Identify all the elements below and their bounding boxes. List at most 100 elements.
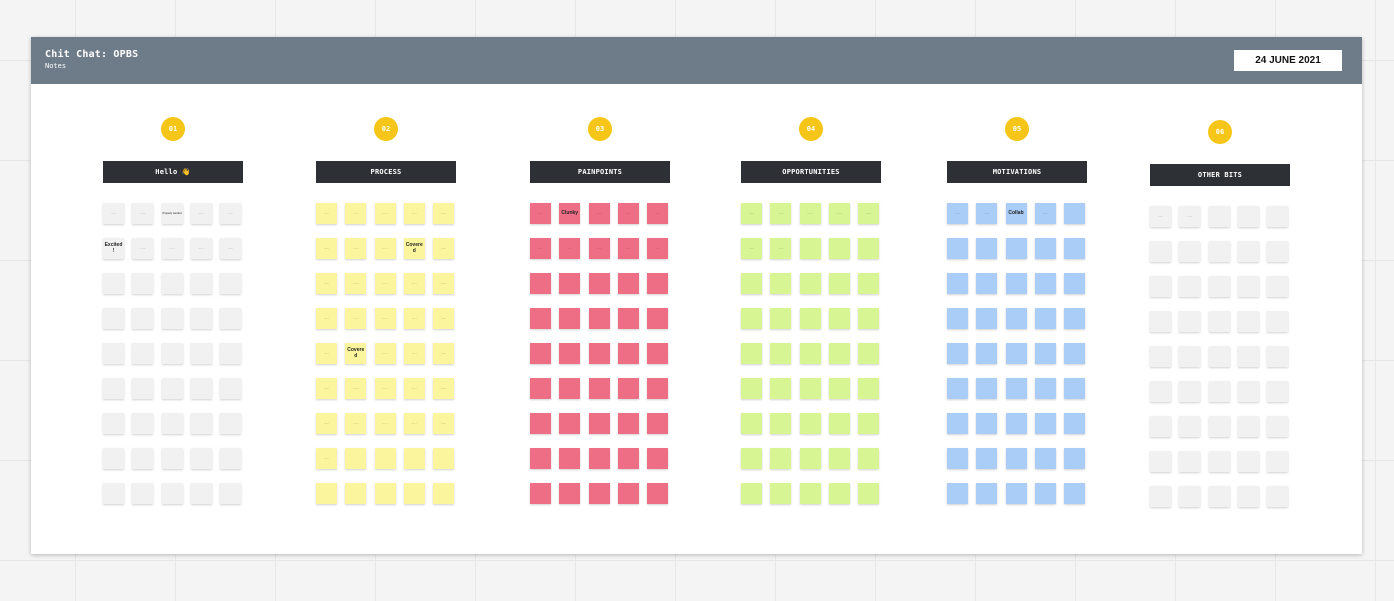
sticky-note[interactable]: ······ [374, 378, 396, 399]
sticky-note[interactable] [947, 343, 968, 364]
sticky-note[interactable] [1150, 451, 1171, 472]
sticky-note[interactable] [741, 413, 762, 434]
sticky-note[interactable] [799, 273, 821, 294]
sticky-note[interactable] [947, 378, 968, 399]
sticky-note[interactable] [103, 308, 124, 329]
sticky-note[interactable]: ······ [530, 203, 551, 224]
sticky-note[interactable] [799, 308, 821, 329]
sticky-note[interactable] [559, 378, 581, 399]
sticky-note[interactable] [1208, 276, 1230, 297]
sticky-note[interactable] [588, 483, 610, 504]
sticky-note[interactable]: ······ [741, 238, 762, 259]
sticky-note[interactable] [770, 413, 792, 434]
sticky-note[interactable] [220, 448, 241, 469]
sticky-note[interactable] [1034, 308, 1056, 329]
sticky-note[interactable]: Collab [1005, 203, 1027, 224]
sticky-note[interactable] [1034, 483, 1056, 504]
sticky-note[interactable]: ······ [403, 413, 425, 434]
sticky-note[interactable] [433, 448, 454, 469]
sticky-note[interactable] [858, 448, 879, 469]
sticky-note[interactable] [1034, 343, 1056, 364]
sticky-note[interactable] [220, 413, 241, 434]
sticky-note[interactable] [190, 483, 212, 504]
sticky-note[interactable] [190, 448, 212, 469]
sticky-note[interactable] [530, 308, 551, 329]
sticky-note[interactable]: ······ [588, 238, 610, 259]
sticky-note[interactable] [1179, 241, 1201, 262]
sticky-note[interactable] [1034, 448, 1056, 469]
sticky-note[interactable] [976, 483, 998, 504]
sticky-note[interactable] [530, 483, 551, 504]
sticky-note[interactable] [190, 308, 212, 329]
sticky-note[interactable] [1034, 378, 1056, 399]
sticky-note[interactable] [103, 448, 124, 469]
sticky-note[interactable] [770, 378, 792, 399]
sticky-note[interactable]: ······ [647, 238, 668, 259]
sticky-note[interactable] [190, 413, 212, 434]
sticky-note[interactable] [190, 273, 212, 294]
sticky-note[interactable] [588, 308, 610, 329]
sticky-note[interactable] [828, 483, 850, 504]
sticky-note[interactable] [770, 273, 792, 294]
sticky-note[interactable] [617, 273, 639, 294]
sticky-note[interactable] [588, 378, 610, 399]
sticky-note[interactable] [1237, 451, 1259, 472]
sticky-note[interactable]: ······ [647, 203, 668, 224]
sticky-note[interactable] [103, 273, 124, 294]
sticky-note[interactable]: ······ [858, 203, 879, 224]
sticky-note[interactable] [799, 238, 821, 259]
sticky-note[interactable] [374, 448, 396, 469]
sticky-note[interactable] [1267, 416, 1288, 437]
sticky-note[interactable] [132, 448, 154, 469]
sticky-note[interactable] [161, 378, 183, 399]
sticky-note[interactable] [220, 483, 241, 504]
sticky-note[interactable] [588, 413, 610, 434]
column-header[interactable]: Hello 👋 [103, 161, 243, 183]
sticky-note[interactable]: ······ [588, 203, 610, 224]
sticky-note[interactable] [741, 308, 762, 329]
sticky-note[interactable] [161, 413, 183, 434]
sticky-note[interactable] [1208, 241, 1230, 262]
sticky-note[interactable]: ······ [374, 273, 396, 294]
sticky-note[interactable] [161, 343, 183, 364]
sticky-note[interactable]: ······ [559, 238, 581, 259]
sticky-note[interactable] [947, 273, 968, 294]
sticky-note[interactable]: ······ [345, 308, 367, 329]
sticky-note[interactable] [530, 273, 551, 294]
sticky-note[interactable] [1208, 381, 1230, 402]
sticky-note[interactable] [103, 343, 124, 364]
sticky-note[interactable] [1005, 273, 1027, 294]
sticky-note[interactable] [1005, 343, 1027, 364]
sticky-note[interactable] [741, 378, 762, 399]
sticky-note[interactable] [1267, 206, 1288, 227]
sticky-note[interactable] [647, 308, 668, 329]
sticky-note[interactable] [103, 378, 124, 399]
sticky-note[interactable] [617, 378, 639, 399]
sticky-note[interactable] [559, 483, 581, 504]
sticky-note[interactable] [741, 483, 762, 504]
sticky-note[interactable] [1005, 238, 1027, 259]
sticky-note[interactable] [976, 378, 998, 399]
sticky-note[interactable]: ······ [316, 203, 337, 224]
sticky-note[interactable]: ······ [433, 378, 454, 399]
sticky-note[interactable] [617, 448, 639, 469]
sticky-note[interactable]: ······ [374, 203, 396, 224]
sticky-note[interactable] [103, 483, 124, 504]
sticky-note[interactable]: ······ [316, 238, 337, 259]
sticky-note[interactable] [161, 483, 183, 504]
sticky-note[interactable] [161, 448, 183, 469]
sticky-note[interactable] [1034, 238, 1056, 259]
sticky-note[interactable]: ······ [433, 238, 454, 259]
sticky-note[interactable]: ······ [433, 203, 454, 224]
sticky-note[interactable] [858, 308, 879, 329]
sticky-note[interactable] [1150, 486, 1171, 507]
sticky-note[interactable] [161, 273, 183, 294]
sticky-note[interactable] [132, 308, 154, 329]
column-header[interactable]: OTHER BITS [1150, 164, 1290, 186]
sticky-note[interactable] [1064, 413, 1085, 434]
sticky-note[interactable]: ······ [374, 238, 396, 259]
sticky-note[interactable] [647, 273, 668, 294]
sticky-note[interactable] [1179, 346, 1201, 367]
sticky-note[interactable]: ······ [617, 238, 639, 259]
sticky-note[interactable] [559, 413, 581, 434]
